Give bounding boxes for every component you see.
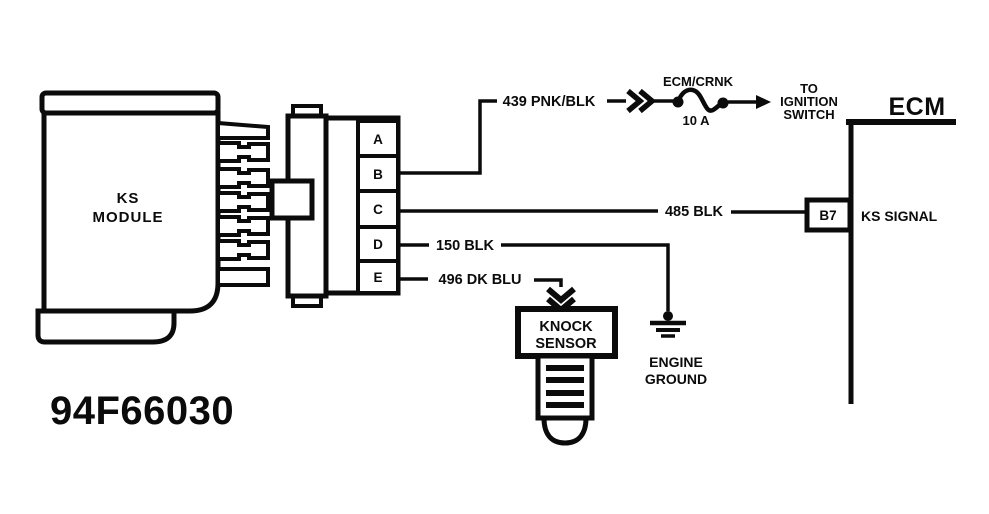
module-pin — [216, 120, 270, 140]
bolt-thread — [546, 377, 584, 383]
wire-label-150: 150 BLK — [436, 238, 495, 254]
wire-e-segment — [534, 278, 563, 287]
ks-signal-label: KS SIGNAL — [861, 208, 938, 224]
knock-sensor-bolt — [535, 353, 595, 446]
connector: A B C D E — [269, 104, 401, 308]
ground-symbol — [650, 311, 686, 338]
ks-module-label-line1: KS — [117, 190, 140, 207]
wire-label-439: 439 PNK/BLK — [503, 94, 596, 110]
pin-label-b: B — [373, 167, 383, 182]
ignition-switch-label-line3: SWITCH — [783, 107, 834, 122]
fuse-terminal-dot — [717, 97, 729, 109]
pin-label-e: E — [373, 270, 382, 285]
pin-cell-e — [356, 259, 400, 295]
module-pin — [216, 267, 270, 287]
pin-label-d: D — [373, 237, 383, 252]
ground-dot — [663, 311, 673, 321]
ecm-terminal-label: B7 — [819, 208, 836, 223]
module-pin — [216, 215, 270, 237]
wire-e-circuit: 496 DK BLU KNOCK SENSOR — [398, 272, 618, 446]
pin-label-c: C — [373, 202, 383, 217]
ks-module-top-bar — [39, 90, 221, 116]
fuse-name-label: ECM/CRNK — [663, 74, 734, 89]
diagram-id-label: 94F66030 — [50, 389, 234, 433]
ignition-switch-label: TO IGNITION SWITCH — [780, 81, 838, 122]
inline-connector-chevron-icon — [626, 88, 657, 114]
ecm-title: ECM — [888, 93, 945, 121]
fuse-icon — [672, 87, 729, 113]
knock-sensor-label-line2: SENSOR — [535, 336, 597, 352]
wire-d-circuit: 150 BLK ENGINE GROUND — [398, 238, 707, 387]
module-pin — [216, 191, 270, 213]
engine-ground-label-line1: ENGINE — [649, 354, 703, 370]
ks-module-bottom-lip — [35, 308, 177, 345]
arrow-right-icon — [756, 95, 771, 109]
ks-module-pins — [216, 120, 270, 287]
knock-sensor-label-line1: KNOCK — [539, 319, 593, 335]
wire-label-496: 496 DK BLU — [439, 272, 522, 288]
module-pin — [216, 167, 270, 189]
ecm: ECM B7 KS SIGNAL — [804, 93, 956, 404]
connector-latch — [269, 178, 315, 221]
fuse-rating-label: 10 A — [683, 113, 711, 128]
wire-d-segment — [501, 243, 670, 311]
pin-label-a: A — [373, 132, 383, 147]
ks-module-label-line2: MODULE — [93, 209, 164, 226]
bolt-tip — [541, 415, 589, 446]
wire-c-circuit: 485 BLK — [398, 204, 807, 220]
module-pin — [216, 239, 270, 261]
bolt-thread — [546, 365, 584, 371]
fuse-element — [675, 87, 725, 113]
wire-b-circuit: 439 PNK/BLK ECM/CRNK 10 A TO IGNITION SW… — [398, 74, 838, 175]
ignition-switch-label-line1: TO — [800, 81, 818, 96]
wire-b — [398, 99, 497, 175]
knock-sensor: KNOCK SENSOR — [515, 306, 618, 446]
ecm-terminal-b7 — [804, 197, 853, 233]
pin-cell-d — [356, 225, 400, 263]
bolt-thread — [546, 390, 584, 396]
ignition-switch-label-line2: IGNITION — [780, 94, 838, 109]
module-pin — [216, 141, 270, 163]
knock-sensor-box — [515, 306, 618, 359]
ks-module: KS MODULE — [35, 90, 221, 345]
wire-label-485: 485 BLK — [665, 204, 724, 220]
engine-ground-label-line2: GROUND — [645, 371, 707, 387]
bolt-thread — [546, 402, 584, 408]
